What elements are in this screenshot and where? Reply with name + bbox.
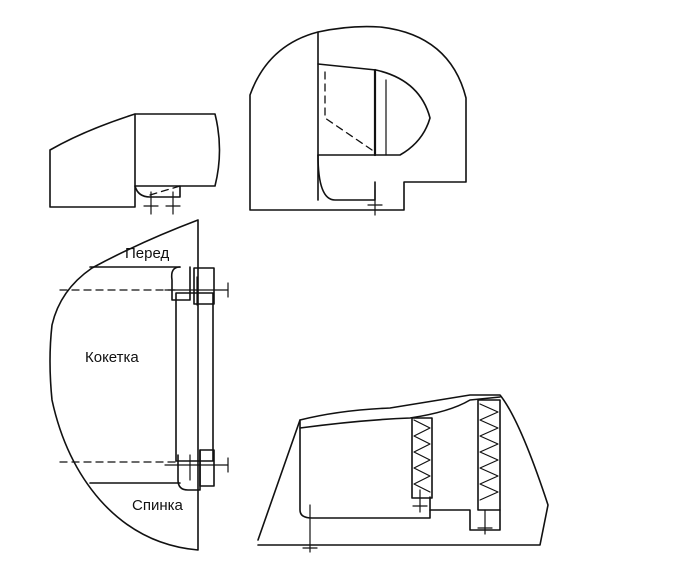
zigzag-stitch-2 [479, 403, 499, 501]
upper-clamp [193, 267, 215, 305]
figure-rolled-hem-small [49, 113, 221, 215]
figure-rolled-tube [249, 25, 467, 216]
hem-roll [134, 185, 181, 198]
top-flap [299, 396, 501, 429]
vertical-band [175, 292, 214, 462]
label-yoke: Кокетка [85, 349, 139, 366]
label-back: Спинка [132, 497, 184, 514]
outer-shell [249, 25, 467, 211]
lower-roll [177, 449, 201, 491]
zigzag-stitch-1 [413, 419, 431, 493]
tube-roll [317, 154, 376, 201]
figure-yoke-assembly: Перед Кокетка Спинка [49, 219, 229, 551]
fabric-outline [49, 113, 221, 208]
yoke-outline [49, 219, 199, 551]
lower-clamp [199, 449, 215, 487]
inner-opening [317, 63, 431, 156]
basting-line [324, 71, 373, 151]
lower-step [429, 509, 501, 531]
base-fabric-outline [257, 394, 549, 546]
upper-roll [170, 266, 191, 301]
label-front: Перед [125, 245, 169, 262]
stitch-line [149, 185, 181, 196]
raised-fabric [299, 419, 431, 519]
seam-strip-2 [477, 399, 501, 511]
figure-overlock-seam [257, 394, 549, 553]
seam-strip-1 [411, 417, 433, 499]
